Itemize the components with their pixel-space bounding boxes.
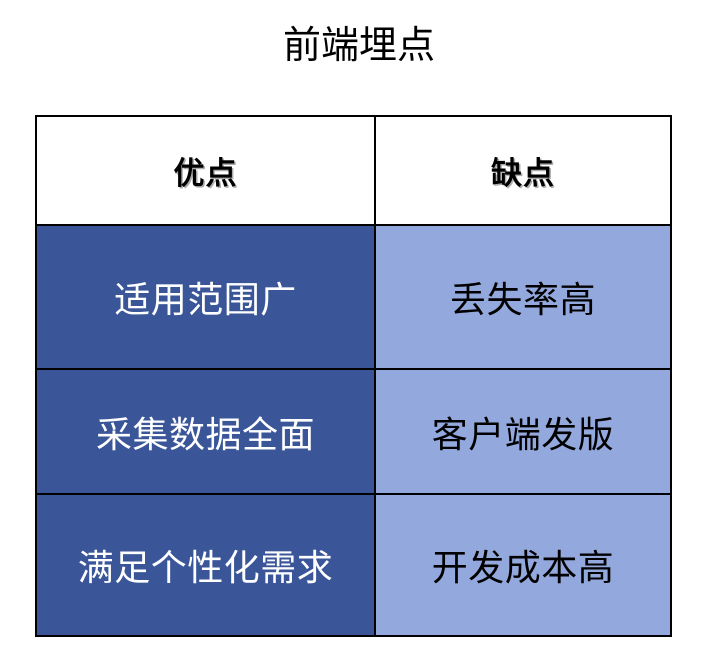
column-header-pros: 优点 — [35, 115, 376, 226]
table-row: 满足个性化需求 开发成本高 — [35, 493, 672, 637]
pros-cons-table: 优点 缺点 适用范围广 丢失率高 采集数据全面 客户端发版 满足 — [35, 115, 672, 637]
cell-cons-3-text: 开发成本高 — [431, 547, 615, 588]
table-row: 采集数据全面 客户端发版 — [35, 368, 672, 495]
cell-pros-2-text: 采集数据全面 — [95, 413, 315, 455]
cell-cons-1-text: 丢失率高 — [449, 279, 596, 320]
cell-pros-1-text: 适用范围广 — [114, 279, 297, 320]
column-header-cons-label: 缺点 — [491, 156, 555, 191]
table-body: 适用范围广 丢失率高 采集数据全面 客户端发版 满足个性化需求 开发成本高 — [35, 224, 672, 637]
cell-pros-1: 适用范围广 — [35, 224, 376, 370]
cell-pros-2: 采集数据全面 — [35, 368, 376, 495]
cell-pros-3: 满足个性化需求 — [35, 493, 376, 637]
cell-cons-3: 开发成本高 — [374, 493, 672, 637]
cell-pros-3-text: 满足个性化需求 — [77, 547, 334, 588]
cell-cons-1: 丢失率高 — [374, 224, 672, 370]
page-title: 前端埋点 — [282, 25, 435, 67]
table-header: 优点 缺点 — [35, 115, 672, 226]
column-header-cons: 缺点 — [374, 115, 672, 226]
table-header-row: 优点 缺点 — [35, 115, 672, 226]
column-header-pros-label: 优点 — [173, 156, 238, 191]
table-row: 适用范围广 丢失率高 — [35, 224, 672, 370]
cell-cons-2: 客户端发版 — [374, 368, 672, 495]
cell-cons-2-text: 客户端发版 — [431, 413, 615, 455]
